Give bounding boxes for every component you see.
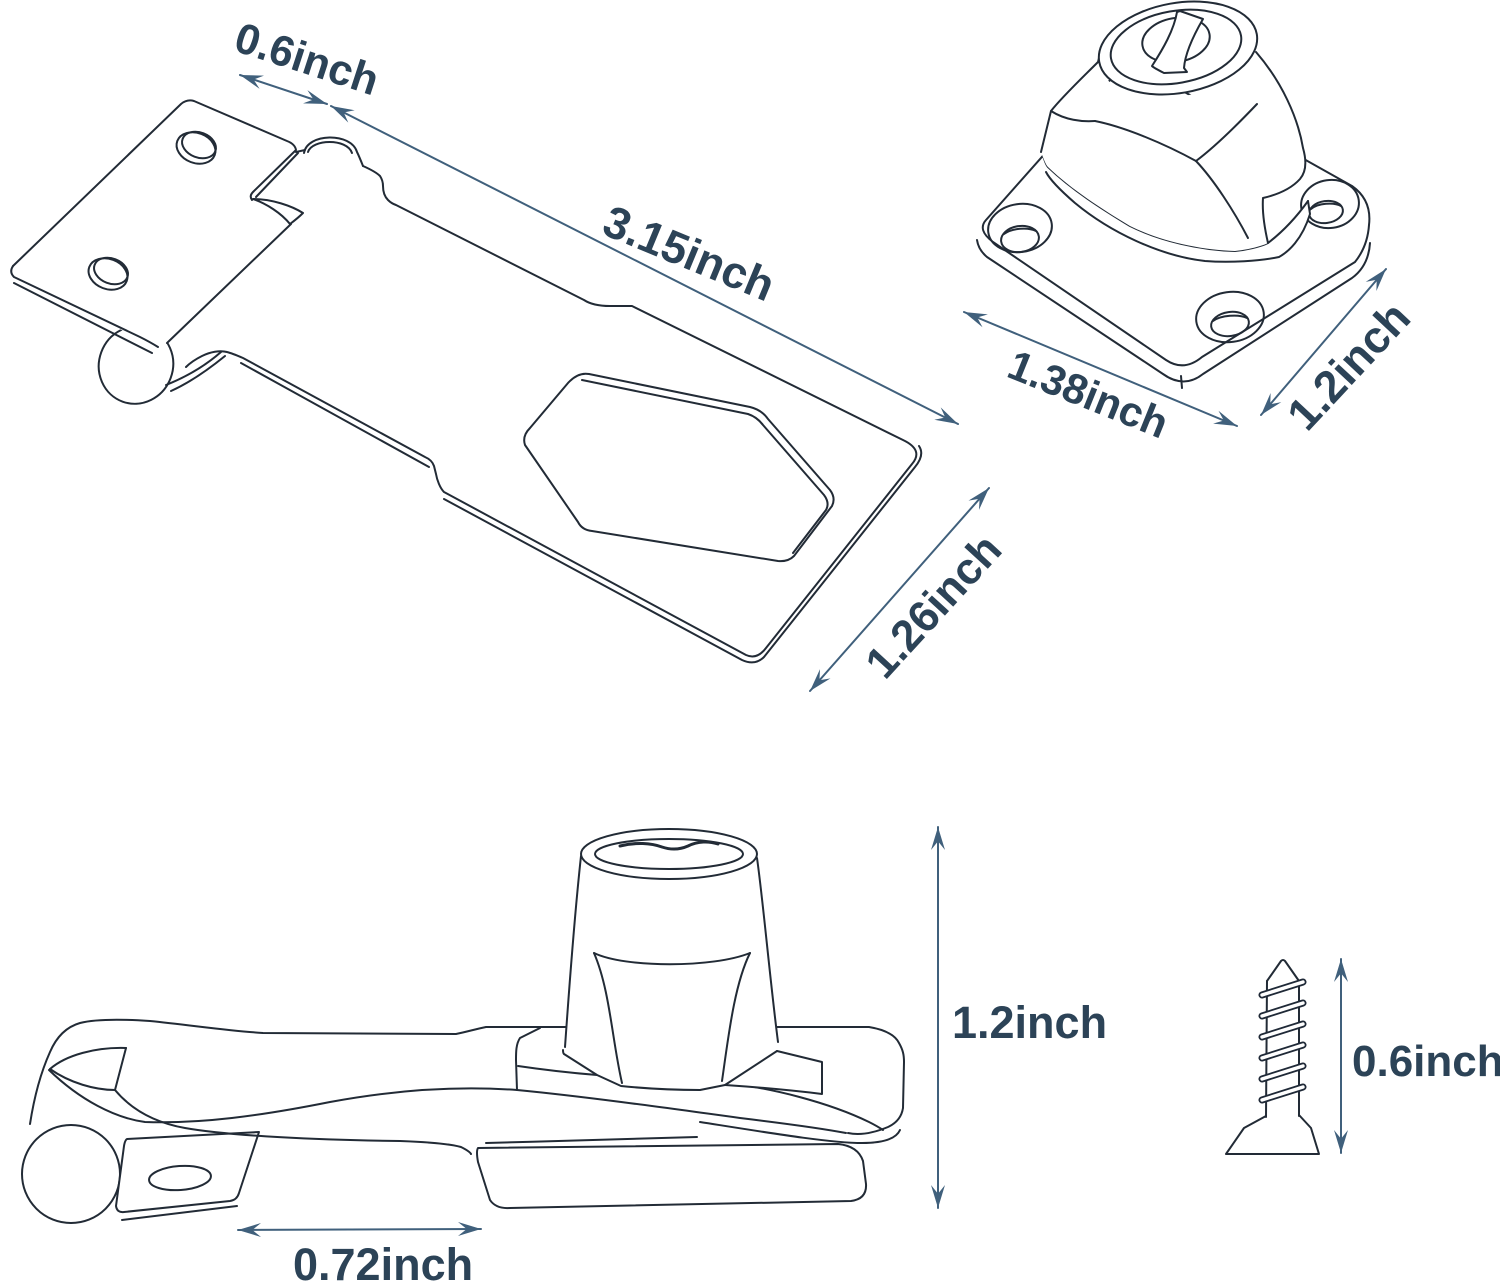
svg-text:0.72inch: 0.72inch xyxy=(293,1239,473,1285)
svg-text:0.6inch: 0.6inch xyxy=(229,14,385,105)
svg-text:1.2inch: 1.2inch xyxy=(952,997,1107,1048)
svg-text:3.15inch: 3.15inch xyxy=(596,195,782,311)
svg-text:1.38inch: 1.38inch xyxy=(1002,341,1175,448)
svg-text:0.6inch: 0.6inch xyxy=(1352,1037,1500,1086)
